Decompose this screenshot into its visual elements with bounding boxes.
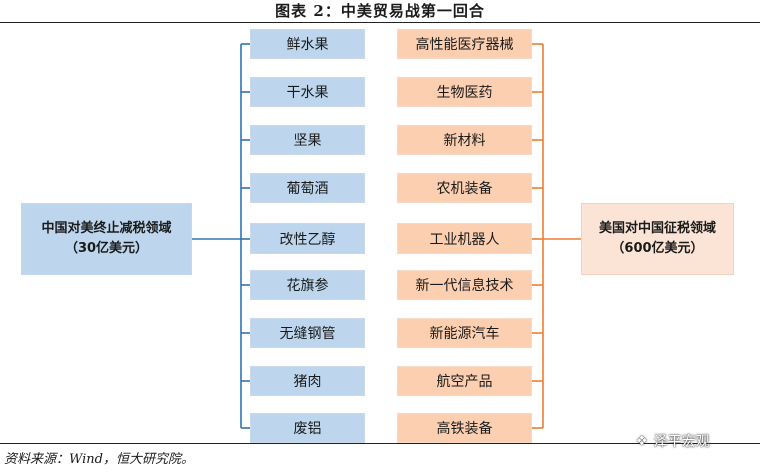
china-measures-box: 中国对美终止减税领域 （30亿美元）	[21, 203, 192, 275]
us-item: 新能源汽车	[397, 318, 532, 348]
china-item: 葡萄酒	[250, 173, 365, 203]
us-item: 高性能医疗器械	[397, 29, 532, 59]
title-rule	[0, 22, 760, 23]
us-measures-box: 美国对中国征税领域 （600亿美元）	[581, 203, 734, 275]
china-item: 猪肉	[250, 366, 365, 396]
us-connectors	[532, 43, 581, 429]
china-item: 花旗参	[250, 270, 365, 300]
china-item: 坚果	[250, 125, 365, 155]
china-item: 改性乙醇	[250, 223, 365, 254]
china-measures-amount: （30亿美元）	[64, 241, 149, 256]
watermark-text: 泽平宏观	[653, 434, 710, 450]
china-connectors	[192, 43, 250, 429]
us-item: 农机装备	[397, 173, 532, 203]
china-item: 废铝	[250, 413, 365, 443]
china-measures-label: 中国对美终止减税领域	[41, 221, 172, 236]
source-rule	[0, 443, 760, 444]
us-measures-label: 美国对中国征税领域	[598, 221, 716, 236]
us-item: 高铁装备	[397, 413, 532, 443]
us-item: 生物医药	[397, 77, 532, 107]
us-item: 新一代信息技术	[397, 270, 532, 300]
watermark: ❖ 泽平宏观	[636, 431, 710, 451]
us-item: 航空产品	[397, 366, 532, 396]
china-item: 鲜水果	[250, 29, 365, 59]
us-measures-amount: （600亿美元）	[611, 241, 704, 256]
china-item: 无缝钢管	[250, 318, 365, 348]
source-note: 资料来源：Wind，恒大研究院。	[4, 452, 194, 467]
figure-title: 图表 2：中美贸易战第一回合	[275, 2, 485, 20]
china-item: 干水果	[250, 77, 365, 107]
us-item: 工业机器人	[397, 223, 532, 254]
us-item: 新材料	[397, 125, 532, 155]
wechat-icon: ❖	[636, 433, 648, 449]
